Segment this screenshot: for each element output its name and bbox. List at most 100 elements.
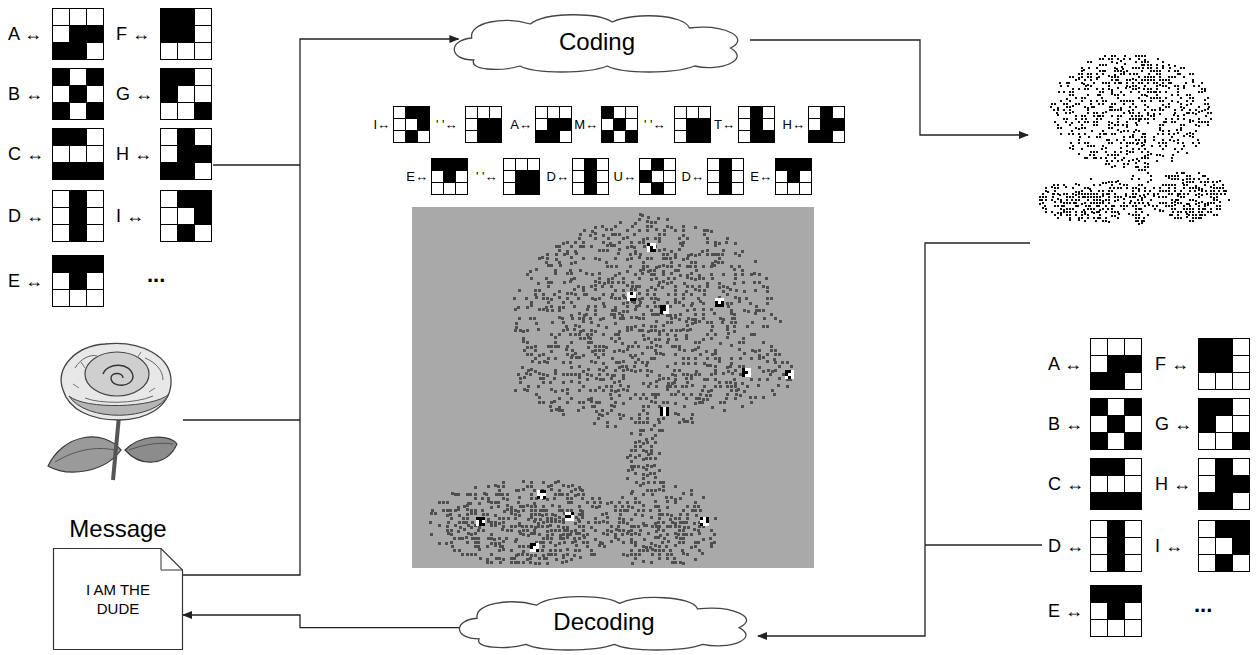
code-cell [687,107,699,119]
code-cell [1091,586,1108,603]
code-cell [708,159,720,171]
code-cell [720,183,732,195]
code-cell [70,208,87,225]
code-pixel [742,371,745,374]
code-cell [1233,493,1250,510]
code-cell [1216,399,1233,416]
code-cell [763,131,775,143]
code-cell [161,26,178,43]
code-cell [178,163,195,180]
code-cell [161,103,178,120]
code-pixel [715,298,718,301]
code-cell [1233,521,1250,538]
code-pixel [718,304,721,307]
rose-illustration [48,343,177,480]
code-cell [1233,476,1250,493]
code-cell [1199,538,1216,555]
code-letter: C ↔ [1048,475,1084,493]
code-pixel [533,543,536,546]
code-pixel [647,243,650,246]
code-cell [70,191,87,208]
code-pixel [653,243,656,246]
code-cell [1233,433,1250,450]
code-pixel [650,243,653,246]
code-cell [87,273,104,290]
stipple-rose [1039,55,1230,225]
code-pixel [791,373,794,376]
code-cell [53,208,70,225]
code-cell [195,69,212,86]
code-cell [1091,603,1108,620]
code-cell [87,129,104,146]
code-cell [478,131,490,143]
code-letter: M↔ [574,118,598,131]
code-letter: F ↔ [116,25,150,43]
code-pixel [540,490,543,493]
code-cell [456,171,468,183]
code-cell [1125,373,1142,390]
code-cell [490,107,502,119]
code-cell [161,129,178,146]
code-cell [418,131,430,143]
code-cell [699,107,711,119]
code-cell [536,131,548,143]
code-cell [161,146,178,163]
code-letter: I↔ [373,118,390,131]
code-cell [195,225,212,242]
code-cell [1125,538,1142,555]
code-pixel [627,292,630,295]
code-cell [444,183,456,195]
code-cell [1216,373,1233,390]
code-cell [788,159,800,171]
code-cell [195,129,212,146]
code-cell [1125,339,1142,356]
code-pixel [530,549,533,552]
code-pixel [568,518,571,521]
code-cell [70,103,87,120]
code-cell [87,69,104,86]
code-cell [178,146,195,163]
code-cell [490,119,502,131]
process-cloud: Coding [443,12,751,72]
code-cell [1233,538,1250,555]
code-cell [1108,339,1125,356]
code-pixel [536,543,539,546]
code-letter: E↔ [406,170,428,183]
code-cell [53,290,70,307]
code-cell [560,131,572,143]
code-pixel [660,407,663,410]
code-cell [53,86,70,103]
code-pixel [788,376,791,379]
code-cell [739,131,751,143]
code-cell [418,119,430,131]
code-pixel [536,549,539,552]
code-cell [53,26,70,43]
code-cell [1216,356,1233,373]
code-cell [195,163,212,180]
code-cell [161,191,178,208]
code-cell [708,183,720,195]
code-cell [432,183,444,195]
code-pixel [742,374,745,377]
code-pixel [666,410,669,413]
code-pixel [476,517,479,520]
encoded-image [412,207,814,568]
code-pixel [653,246,656,249]
page-fold [161,549,183,571]
code-cell [1108,555,1125,572]
code-cell [776,171,788,183]
code-letter: F ↔ [1155,355,1189,373]
code-letter: G ↔ [1155,415,1192,433]
code-cell [394,131,406,143]
code-cell [161,163,178,180]
code-cell [87,191,104,208]
code-cell [640,171,652,183]
code-cell [53,43,70,60]
code-pixel [666,311,669,314]
code-pixel [630,292,633,295]
code-pixel [540,496,543,499]
code-pixel [666,407,669,410]
code-cell [53,225,70,242]
code-cell [720,171,732,183]
